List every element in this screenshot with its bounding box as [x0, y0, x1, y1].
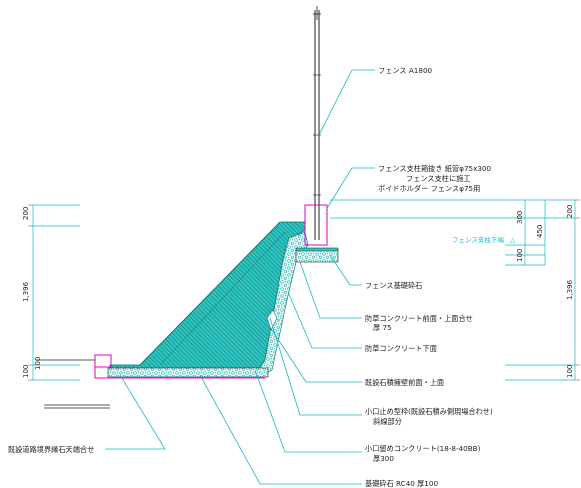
label-weed-bottom: 防草コンクリート下面	[365, 344, 437, 353]
dim-right-top: 200	[566, 205, 574, 218]
fence-post	[313, 6, 321, 240]
dim-left-top: 200	[22, 207, 30, 220]
label-fence-bottom: フェンス支柱下端	[452, 235, 504, 244]
label-form-2: 斜線部分	[373, 417, 402, 426]
dim-right-mid: 1,396	[566, 279, 574, 300]
dim-right-300: 300	[516, 211, 524, 224]
leader-lines	[105, 69, 375, 485]
label-post-void-1: フェンス支柱箱抜き 紙管φ75x300	[378, 164, 491, 173]
label-post-void-3: ボイドホルダー フェンスφ75用	[378, 184, 480, 193]
dim-left-mid: 1,396	[22, 281, 30, 302]
magenta-outlines	[94, 204, 328, 379]
dim-right-450: 450	[536, 225, 544, 238]
small-form	[266, 309, 278, 331]
dim-left-bottom: 100	[22, 365, 30, 378]
label-base-stone: 基礎砕石 RC40 厚100	[365, 479, 438, 488]
right-dimensions	[330, 199, 580, 381]
fence-bottom-triangle-icon: △	[510, 236, 515, 244]
label-curb: 既設道路境界縁石天端合せ	[8, 445, 94, 454]
label-weed-front-1: 防草コンクリート前面・上面合せ	[365, 314, 473, 323]
ground-lines	[36, 359, 110, 409]
label-fence-base: フェンス基礎砕石	[365, 281, 422, 290]
dim-right-100: 100	[516, 249, 524, 262]
label-fence: フェンス A1800	[378, 66, 433, 75]
label-weed-front-2: 厚 75	[373, 323, 392, 332]
label-existing-wall: 既設石積擁壁前面・上面	[365, 378, 444, 387]
dim-right-bottom: 100	[566, 365, 574, 378]
label-post-void-2: フェンス支柱に施工	[406, 174, 471, 183]
base-gravel	[107, 367, 269, 378]
left-dimensions	[28, 204, 80, 381]
dim-left-small: 100	[34, 357, 42, 370]
fence-base-gravel	[295, 249, 339, 263]
label-concrete-2: 厚300	[373, 454, 394, 463]
label-concrete-1: 小口留めコンクリート(18-8-40BB)	[365, 444, 481, 453]
label-form-1: 小口止め型枠(既設石積み側現場合わせ)	[365, 407, 493, 416]
existing-wall-outline	[139, 221, 281, 366]
